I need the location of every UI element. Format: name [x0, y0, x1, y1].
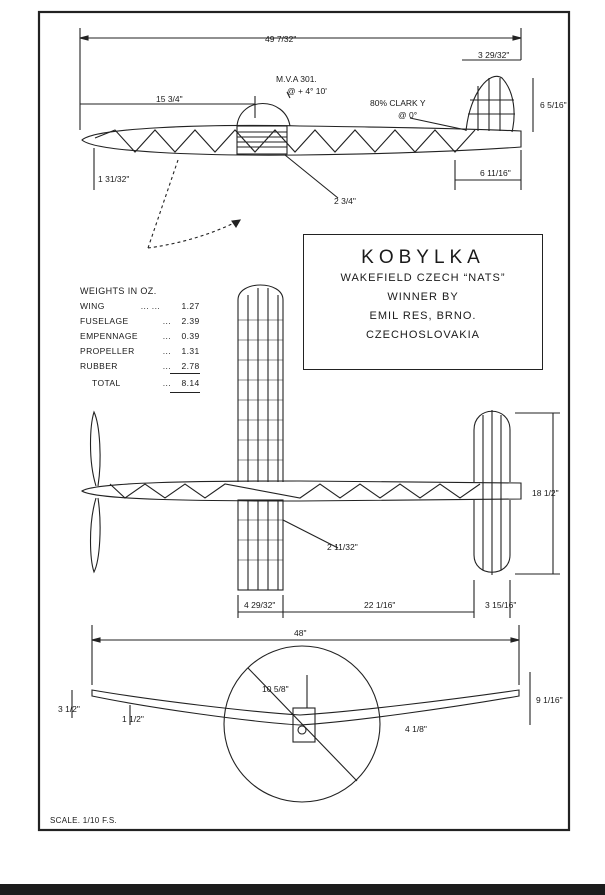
total-dots: ... [162, 378, 172, 388]
weight-dots: ... [162, 346, 172, 356]
dim-dihedral-left: 3 1/2" [58, 704, 80, 714]
dim-wing-position: 15 3/4" [156, 94, 183, 104]
weights-row: RUBBER ... 2.78 [80, 361, 200, 371]
airfoil-tail-section: 80% CLARK Y [370, 98, 426, 108]
dim-tail-chord: 3 29/32" [478, 50, 509, 60]
scale-note: SCALE. 1/10 F.S. [50, 816, 118, 825]
weights-total-row: TOTAL ... 8.14 [92, 378, 200, 388]
dim-wing-root: 4 29/32" [244, 600, 275, 610]
weight-label: PROPELLER [80, 346, 135, 356]
model-name: KOBYLKA [361, 247, 485, 268]
weight-dots: ... [162, 361, 172, 371]
title-block: KOBYLKA WAKEFIELD CZECH “NATS” WINNER BY… [303, 234, 543, 370]
screen-bottom-bar [0, 884, 605, 895]
title-line-4: CZECHOSLOVAKIA [365, 329, 481, 341]
weight-dots: ... [162, 331, 172, 341]
airfoil-wing-section: M.V.A 301. [276, 74, 317, 84]
dim-overall-length: 49 7/32" [265, 34, 296, 44]
dim-fin-height: 6 5/16" [540, 100, 567, 110]
airfoil-tail-incidence: @ 0° [398, 110, 417, 120]
weight-label: WING [80, 301, 105, 311]
dim-wingspan: 48" [294, 628, 306, 638]
dim-fin-side: 9 1/16" [536, 695, 563, 705]
weights-row: WING ... ... 1.27 [80, 301, 200, 311]
weight-value: 1.27 [181, 301, 200, 311]
sheet-border [37, 10, 571, 832]
dim-wing-chord-mid: 2 11/32" [327, 542, 358, 552]
weight-label: FUSELAGE [80, 316, 129, 326]
weight-value: 2.39 [181, 316, 200, 326]
weights-row: EMPENNAGE ... 0.39 [80, 331, 200, 341]
title-line-3: EMIL RES, BRNO. [369, 310, 477, 322]
weight-value: 0.39 [181, 331, 200, 341]
airfoil-wing-incidence: @ + 4° 10' [287, 86, 327, 96]
weights-row: FUSELAGE ... 2.39 [80, 316, 200, 326]
title-line-2: WINNER BY [387, 291, 459, 303]
dim-tail-arm: 22 1/16" [364, 600, 395, 610]
dim-fuselage-depth: 1 31/32" [98, 174, 129, 184]
dim-prop-drop: 2 3/4" [334, 196, 356, 206]
dim-span-tail: 18 1/2" [532, 488, 559, 498]
dim-stab-chord: 3 15/16" [485, 600, 516, 610]
total-label: TOTAL [92, 378, 121, 388]
weight-dots: ... [162, 316, 172, 326]
weights-heading: WEIGHTS IN OZ. [80, 286, 157, 296]
weights-row: PROPELLER ... 1.31 [80, 346, 200, 356]
dimension-labels: 49 7/32" 15 3/4" 3 29/32" 6 5/16" 1 31/3… [58, 34, 567, 734]
title-line-1: WAKEFIELD CZECH “NATS” [340, 272, 506, 284]
side-view [79, 28, 534, 249]
dim-fin-base: 6 11/16" [480, 168, 511, 178]
dim-fin-lower: 4 1/8" [405, 724, 427, 734]
plan-view [81, 284, 560, 618]
weight-dots: ... ... [140, 301, 161, 311]
weight-label: EMPENNAGE [80, 331, 138, 341]
dim-prop-radius: 10 5/8" [262, 684, 289, 694]
total-rule [170, 373, 200, 374]
dim-dihedral-inner: 1 1/2" [122, 714, 144, 724]
weight-label: RUBBER [80, 361, 118, 371]
total-value: 8.14 [181, 378, 200, 388]
weight-value: 1.31 [181, 346, 200, 356]
front-view [71, 625, 531, 803]
weight-value: 2.78 [181, 361, 200, 371]
total-underline [170, 392, 200, 393]
